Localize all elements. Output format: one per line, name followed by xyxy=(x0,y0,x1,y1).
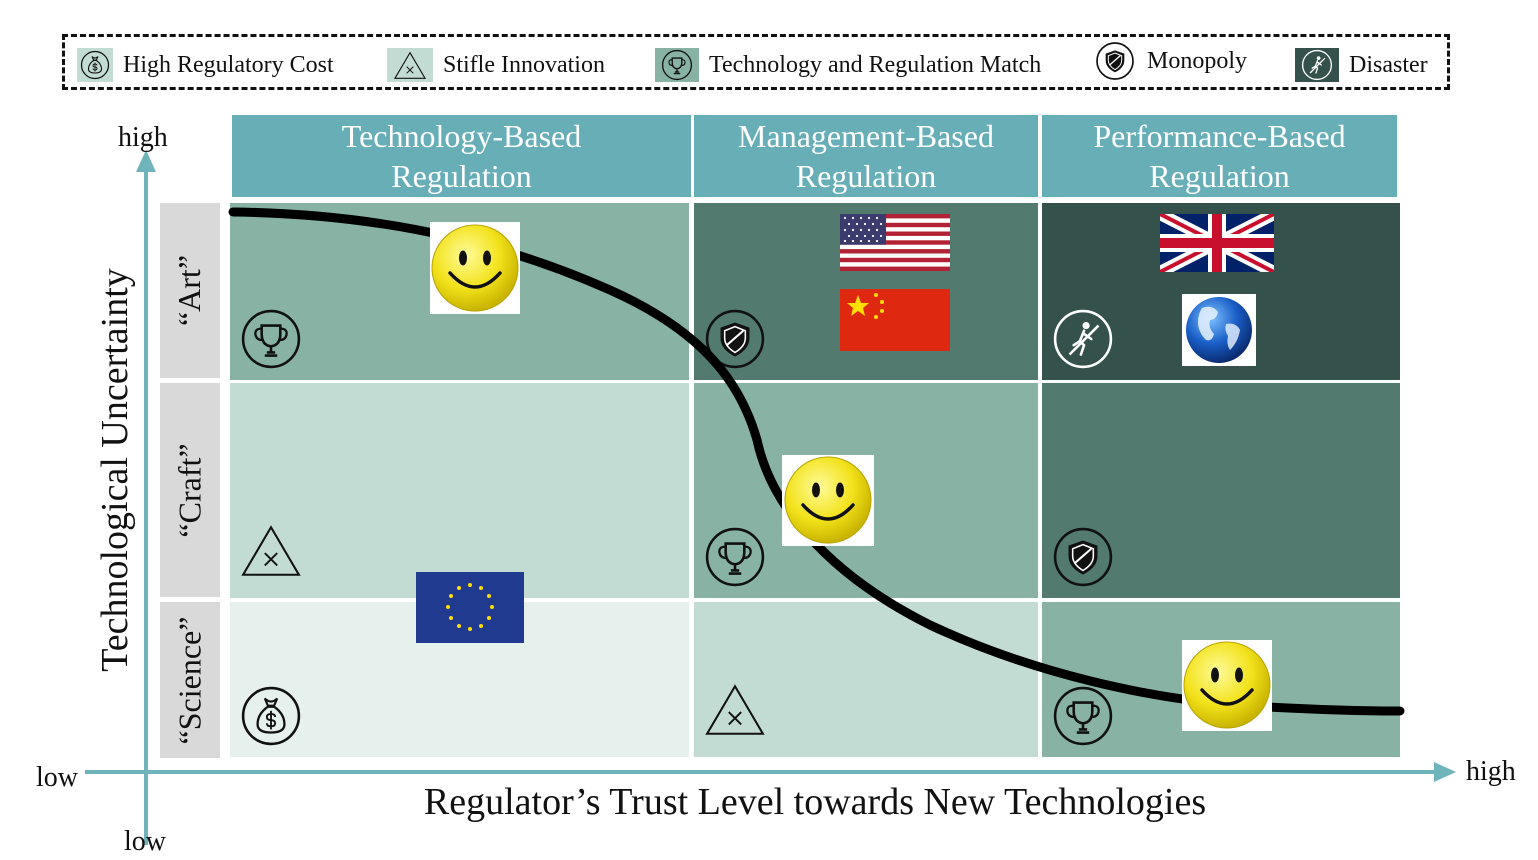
legend-box: High Regulatory Cost Stifle Innovation T… xyxy=(62,34,1450,90)
x-axis-arrow-icon xyxy=(1434,762,1456,782)
money-bag-icon xyxy=(77,48,113,82)
grid-cell xyxy=(694,602,1038,757)
legend-label: Monopoly xyxy=(1147,47,1248,74)
china-flag-icon xyxy=(840,289,950,351)
x-axis-title: Regulator’s Trust Level towards New Tech… xyxy=(423,781,1207,823)
column-header-line: Technology-Based xyxy=(341,118,582,154)
us-flag-icon xyxy=(840,214,950,271)
column-header-line: Performance-Based xyxy=(1093,118,1346,154)
column-header-line: Regulation xyxy=(1149,158,1290,194)
eu-flag-icon xyxy=(416,572,524,643)
legend-item-high-regulatory-cost: High Regulatory Cost xyxy=(77,47,334,83)
y-axis-arrow-icon xyxy=(136,150,156,172)
grid-cell xyxy=(1042,383,1400,598)
smiley-icon xyxy=(782,455,874,546)
x-axis-low-label: low xyxy=(36,762,78,793)
row-header-craft: “Craft” xyxy=(160,383,220,597)
legend-label: Disaster xyxy=(1349,51,1428,78)
grid-cell xyxy=(230,383,689,598)
uk-flag-icon xyxy=(1160,214,1274,272)
legend-item-monopoly: Monopoly xyxy=(1093,42,1248,80)
legend-item-disaster: Disaster xyxy=(1295,47,1428,83)
column-header-line: Management-Based xyxy=(738,118,994,154)
stifle-triangle-icon xyxy=(387,48,433,82)
legend-item-tech-regulation-match: Technology and Regulation Match xyxy=(655,47,1041,83)
y-axis-high-label: high xyxy=(118,122,168,153)
row-header-science: “Science” xyxy=(160,602,220,758)
legend-item-stifle-innovation: Stifle Innovation xyxy=(387,47,605,83)
y-axis-low-label: low xyxy=(124,826,166,857)
globe-icon xyxy=(1182,294,1256,366)
legend-label: Technology and Regulation Match xyxy=(709,51,1042,78)
y-axis-title-text: Technological Uncertainty xyxy=(94,268,136,672)
legend-label: Stifle Innovation xyxy=(443,51,605,78)
smiley-icon xyxy=(430,222,520,314)
disaster-icon xyxy=(1295,48,1339,82)
trophy-icon xyxy=(655,48,699,82)
smiley-icon xyxy=(1182,640,1272,731)
legend-label: High Regulatory Cost xyxy=(123,51,334,78)
column-header-line: Regulation xyxy=(391,158,532,194)
row-header-art: “Art” xyxy=(160,203,220,378)
x-axis-high-label: high xyxy=(1466,756,1516,787)
column-header-line: Regulation xyxy=(795,158,937,194)
